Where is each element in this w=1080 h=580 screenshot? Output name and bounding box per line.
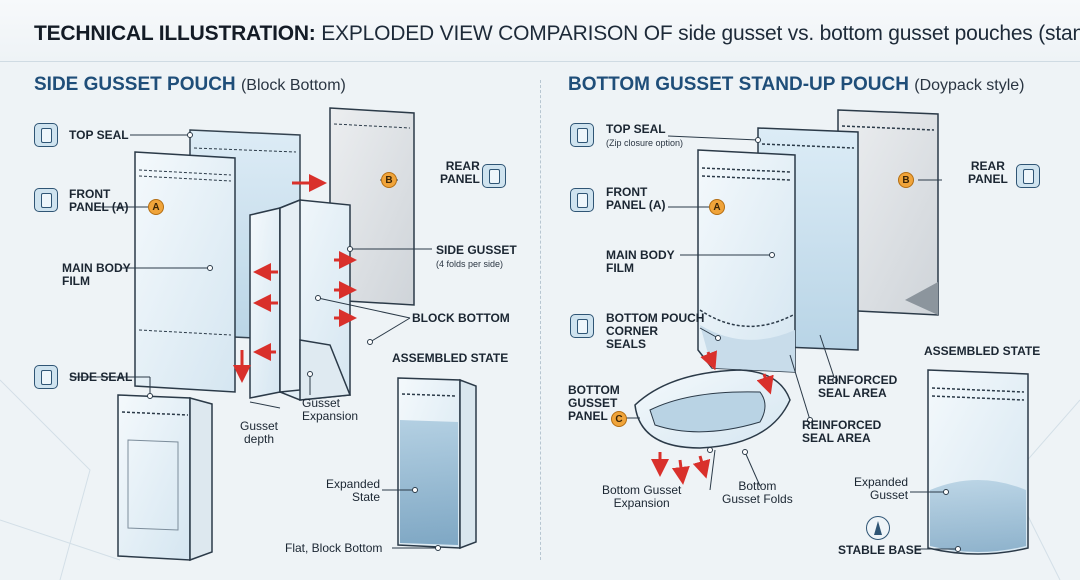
right-front-panel <box>697 149 796 373</box>
right-bottom-gusset-folds-label: Bottom Gusset Folds <box>722 479 793 506</box>
right-bottom-gusset-panel <box>634 369 791 449</box>
left-gusset-assembly <box>249 198 352 401</box>
left-small-pouch <box>117 394 213 562</box>
right-red-arrows <box>651 350 774 485</box>
left-side-seal-label: SIDE SEAL <box>69 370 133 384</box>
right-top-seal-label: TOP SEAL <box>606 122 666 136</box>
right-assembled-pouch <box>927 369 1029 555</box>
right-bottom-gusset-expansion-label: Bottom Gusset Expansion <box>602 483 682 510</box>
left-expanded-state-label: Expanded State <box>326 477 381 504</box>
right-stable-base-label: STABLE BASE <box>838 543 922 557</box>
right-reinforced-seal-1-label: REINFORCED SEAL AREA <box>818 373 898 400</box>
right-rear-panel <box>837 109 939 316</box>
left-side-gusset-label: SIDE GUSSET <box>436 243 517 257</box>
right-main-body-label: MAIN BODY FILM <box>606 248 675 275</box>
left-section-heading: SIDE GUSSET POUCH (Block Bottom) <box>34 74 346 95</box>
leader-dots <box>147 132 961 552</box>
left-rear-panel-label: REAR PANEL <box>440 159 480 186</box>
left-side-gusset-note: (4 folds per side) <box>436 259 504 269</box>
stable-base-icon <box>866 516 890 540</box>
left-top-seal-label: TOP SEAL <box>69 128 129 142</box>
right-badge-b: B <box>898 172 914 188</box>
left-front-panel-label: FRONT PANEL (A) <box>69 187 129 214</box>
left-badge-b: B <box>381 172 397 188</box>
right-section-heading: BOTTOM GUSSET STAND-UP POUCH (Doypack st… <box>568 74 1025 95</box>
left-main-body-label: MAIN BODY FILM <box>62 261 131 288</box>
rear-panel-pouch-icon <box>482 164 506 188</box>
left-gusset-expansion-label: Gusset Expansion <box>302 396 359 423</box>
right-top-seal-note: (Zip closure option) <box>606 138 684 148</box>
right-badge-c: C <box>611 411 627 427</box>
left-assembled-pouch <box>397 377 477 550</box>
right-corner-seals-pouch-icon <box>570 314 594 338</box>
right-front-panel-pouch-icon <box>570 188 594 212</box>
top-seal-pouch-icon <box>34 123 58 147</box>
header-bar: TECHNICAL ILLUSTRATION: EXPLODED VIEW CO… <box>0 0 1080 62</box>
section-divider <box>540 80 541 560</box>
left-assembled-state-label: ASSEMBLED STATE <box>392 351 509 365</box>
right-bottom-gusset-panel-label: BOTTOM GUSSET PANEL <box>568 383 620 423</box>
right-corner-seals-label: BOTTOM POUCH CORNER SEALS <box>606 311 705 351</box>
left-block-bottom-label: BLOCK BOTTOM <box>412 311 510 325</box>
left-red-arrows <box>233 174 357 383</box>
left-front-panel <box>134 151 236 393</box>
side-seal-pouch-icon <box>34 365 58 389</box>
right-leader-lines <box>622 135 958 550</box>
left-gusset-depth-label: Gusset depth <box>240 419 279 446</box>
right-rear-panel-label: REAR PANEL <box>968 159 1008 186</box>
right-front-panel-label: FRONT PANEL (A) <box>606 185 666 212</box>
front-panel-pouch-icon <box>34 188 58 212</box>
right-reinforced-seal-2-label: REINFORCED SEAL AREA <box>802 418 882 445</box>
right-assembled-state-label: ASSEMBLED STATE <box>924 344 1041 358</box>
right-rear-panel-pouch-icon <box>1016 164 1040 188</box>
page-title: TECHNICAL ILLUSTRATION: EXPLODED VIEW CO… <box>34 22 1080 45</box>
right-expanded-gusset-label: Expanded Gusset <box>854 475 909 502</box>
right-badge-a: A <box>709 199 725 215</box>
left-flat-block-bottom-label: Flat, Block Bottom <box>285 541 383 555</box>
left-badge-a: A <box>148 199 164 215</box>
right-top-seal-pouch-icon <box>570 123 594 147</box>
